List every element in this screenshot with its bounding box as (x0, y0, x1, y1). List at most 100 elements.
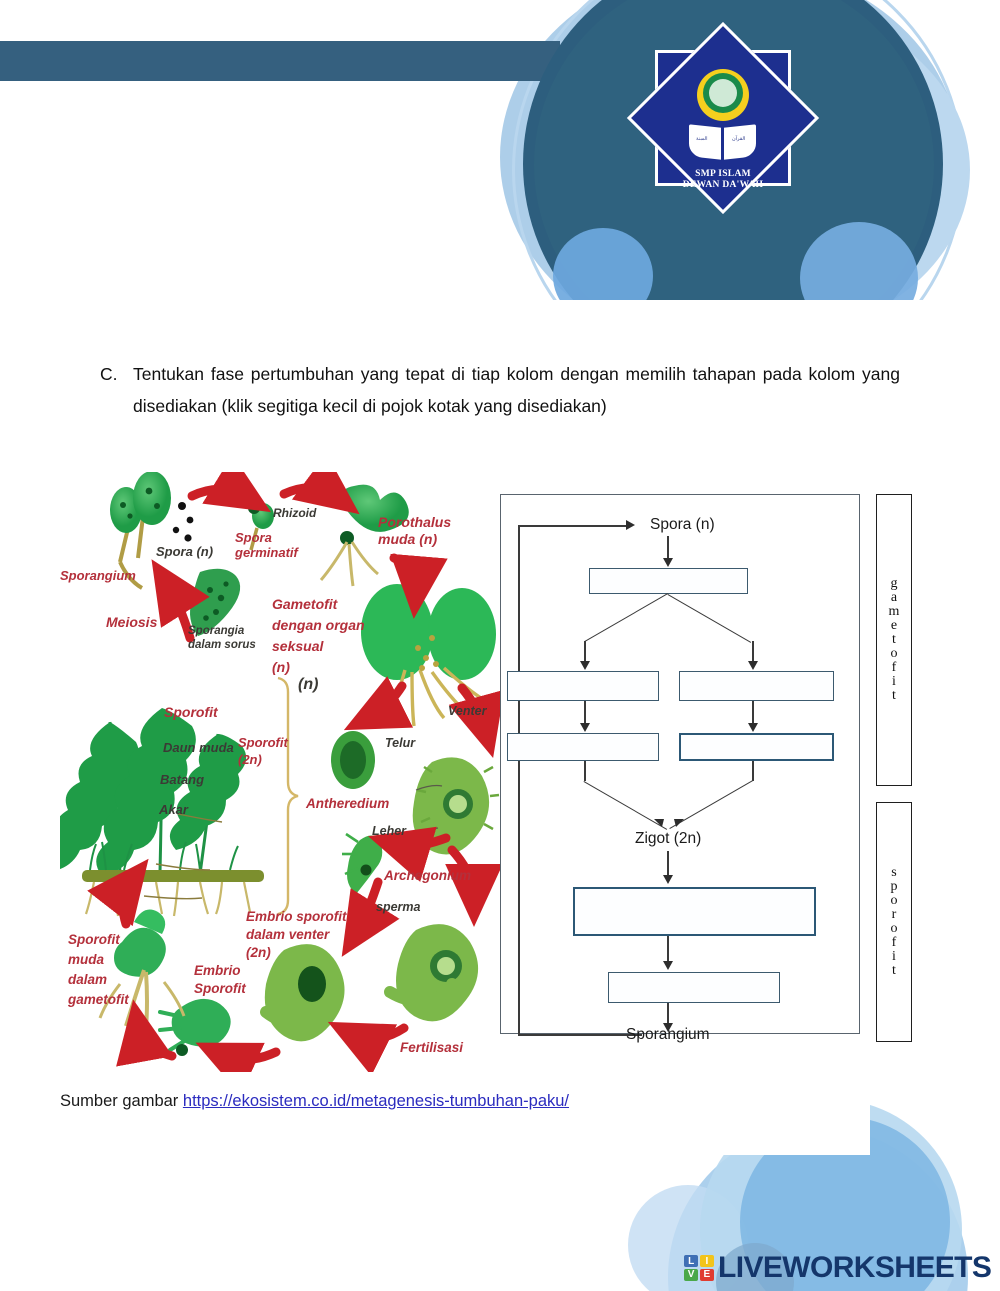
logo-emblem-core (709, 79, 737, 107)
flowchart-node-sporangium: Sporangium (626, 1026, 710, 1043)
side-label-gametofit-letter-6: f (891, 660, 897, 675)
side-label-sporofit-letter-5: f (891, 935, 897, 950)
fern-label-telur: Telur (385, 736, 416, 750)
arrow-germinatif-to-prothalus (279, 453, 360, 515)
flowchart-blank-5[interactable] (679, 733, 834, 761)
open-book-icon: السنة القرآن (688, 123, 758, 161)
lw-letter-e: E (699, 1268, 714, 1281)
arrow-fertilisasi-to-embrio (327, 1021, 409, 1076)
side-label-gametofit-letter-4: t (892, 632, 896, 647)
flowchart-side-label-gametofit: g a m e t o f i t (876, 494, 912, 786)
school-logo: السنة القرآن SMP ISLAM DEWAN DA'WAH (626, 21, 820, 215)
flowchart-arrow-spora-to-blank1-head (663, 558, 673, 567)
figure-area: Sporangium Spora (n) Spora germinatif Rh… (45, 453, 928, 1096)
source-caption: Sumber gambar https://ekosistem.co.id/me… (60, 1092, 569, 1111)
question-marker: C. (100, 364, 118, 384)
book-text-right: القرآن (732, 137, 746, 142)
flowchart-split-left-drop (584, 641, 586, 663)
fern-label-gametofit-organ-seksual: Gametofit dengan organ seksual (n) (272, 596, 365, 675)
source-url-link[interactable]: https://ekosistem.co.id/metagenesis-tumb… (182, 1092, 570, 1110)
flowchart-blank-7[interactable] (608, 972, 780, 1003)
fern-label-antheredium: Antheredium (306, 796, 390, 811)
question-text: Tentukan fase pertumbuhan yang tepat di … (133, 364, 900, 416)
flowchart-blank-2[interactable] (507, 671, 659, 701)
flowchart-arrow-b6-b7-line (667, 936, 669, 963)
fern-label-sporofit-muda-gametofit: Sporofit muda dalam gametofit (68, 932, 129, 1007)
arrow-meiosis-to-sporangium (151, 559, 210, 643)
question-row: C. Tentukan fase pertumbuhan yang tepat … (100, 358, 900, 422)
flowchart-split-left-arrowhead (580, 661, 590, 670)
flowchart-blank-6[interactable] (573, 887, 816, 936)
fern-label-sperma: sperma (376, 900, 421, 914)
liveworksheets-icon: L I V E (684, 1255, 714, 1281)
embrio-sporofit-art (158, 998, 231, 1056)
side-label-gametofit-letter-3: e (890, 618, 898, 633)
arrow-sperma-down (341, 877, 400, 957)
fern-label-batang: Batang (160, 772, 205, 787)
lw-letter-i: I (699, 1255, 714, 1268)
fern-label-akar: Akar (159, 802, 188, 817)
flowchart-merge-right-drop (752, 761, 754, 781)
fern-label-sporangium: Sporangium (60, 568, 136, 583)
side-label-gametofit-letter-0: g (890, 576, 898, 591)
fern-label-fertilisasi: Fertilisasi (400, 1040, 464, 1055)
flowchart-arrow-b2-b4-line (584, 701, 586, 725)
liveworksheets-wordmark: LIVEWORKSHEETS (718, 1251, 992, 1284)
fern-life-cycle-illustration: Sporangium Spora (n) Spora germinatif Rh… (45, 453, 505, 1096)
lw-letter-l: L (684, 1255, 699, 1268)
header-white-mask (0, 300, 1000, 340)
fern-label-spora-n: Spora (n) (156, 544, 214, 559)
flowchart-return-line-bottom (518, 1034, 642, 1036)
header-decoration (0, 0, 1000, 340)
flowchart-merge-right-arrowhead (674, 819, 684, 827)
school-logo-name: SMP ISLAM DEWAN DA'WAH (638, 169, 808, 191)
side-label-sporofit-letter-4: o (890, 921, 898, 936)
fern-label-meiosis: Meiosis (106, 614, 158, 630)
side-label-gametofit-letter-2: m (888, 604, 900, 619)
flowchart-arrow-b7-sporangium-line (667, 1003, 669, 1025)
sporangium-art (110, 471, 194, 590)
flowchart-split-right-arrowhead (748, 661, 758, 670)
logo-emblem: السنة القرآن SMP ISLAM DEWAN DA'WAH (638, 33, 808, 203)
fern-label-venter: Venter (448, 704, 487, 718)
antheredium-art (331, 731, 375, 789)
fern-cycle-svg (45, 453, 505, 1096)
book-text-left: السنة (696, 137, 708, 142)
flowchart-arrow-zigot-b6-head (663, 875, 673, 884)
flowchart-arrow-b3-b5-line (752, 701, 754, 725)
footer-decoration (620, 1075, 1000, 1291)
flowchart-return-line-top (518, 525, 626, 527)
flowchart-node-zigot: Zigot (2n) (635, 830, 702, 847)
side-label-sporofit-letter-3: r (891, 907, 897, 922)
fern-label-embrio-sporofit-venter: Embrio sporofit dalam venter (2n) (246, 909, 347, 960)
flowchart-blank-1[interactable] (589, 568, 748, 594)
book-page-right (723, 123, 757, 161)
lw-letter-v: V (684, 1268, 699, 1281)
flowchart-blank-3[interactable] (679, 671, 834, 701)
arrow-prothalus-to-gametofit (389, 553, 448, 619)
liveworksheets-logo: L I V E LIVEWORKSHEETS (684, 1250, 992, 1286)
side-label-gametofit-letter-1: a (890, 590, 898, 605)
side-label-gametofit-letter-5: o (890, 646, 898, 661)
school-name-line2: DEWAN DA'WAH (682, 180, 764, 190)
metagenesis-flowchart: Spora (n) (500, 494, 928, 1046)
arrow-embrio-to-sporofit-muda (116, 999, 177, 1067)
embrio-sporofit-venter-art (260, 944, 345, 1042)
arrow-leher-to-archegonium (368, 826, 451, 882)
flowchart-return-arrowhead (626, 520, 635, 530)
side-label-gametofit-letter-7: i (892, 674, 896, 689)
fertilisasi-art (384, 924, 479, 1022)
fern-label-leher: Leher (372, 824, 407, 838)
source-label: Sumber gambar (60, 1092, 183, 1110)
school-name-line1: SMP ISLAM (695, 169, 751, 179)
side-label-sporofit-letter-6: i (892, 949, 896, 964)
arrow-archegonium-to-fertilisasi (445, 845, 503, 927)
fern-label-sporangia-dalam-sorus: Sporangia dalam sorus (188, 625, 256, 651)
fern-label-sporofit-2n: Sporofit (2n) (238, 735, 288, 767)
flowchart-blank-4[interactable] (507, 733, 659, 761)
flowchart-return-line-vertical (518, 525, 520, 1035)
arrow-spora-to-germinatif (187, 454, 272, 513)
header-bar (0, 41, 560, 81)
flowchart-split-right-drop (752, 641, 754, 663)
flowchart-arrow-b3-b5-head (748, 723, 758, 732)
